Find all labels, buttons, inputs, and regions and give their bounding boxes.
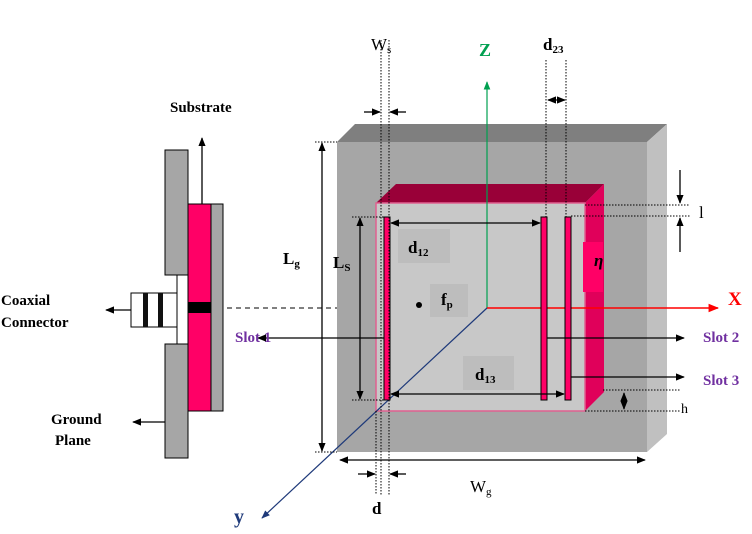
eta-box	[583, 242, 603, 292]
z-axis-label: Z	[479, 40, 491, 60]
label-text: s	[387, 44, 391, 56]
d12-label: d12	[408, 238, 429, 259]
feed-point	[416, 302, 422, 308]
substrate-label: Substrate	[170, 100, 232, 116]
y-axis	[261, 307, 488, 519]
label-text: L	[333, 253, 344, 272]
ws-label: Ws	[371, 35, 391, 56]
label-text: W	[470, 477, 487, 496]
coaxial-label-1: Coaxial	[1, 293, 50, 309]
feed-pin	[188, 302, 211, 313]
ground-label-1: Ground	[51, 412, 102, 428]
label-text: L	[283, 249, 294, 268]
substrate-top-face	[376, 184, 604, 203]
ground-plane-bottom	[164, 343, 189, 459]
slot3-label: Slot 3	[703, 373, 739, 389]
antenna-3d: η	[234, 35, 742, 528]
ground-label-2: Plane	[55, 433, 91, 449]
label-text: 12	[417, 247, 429, 259]
connector-stripe	[158, 293, 163, 327]
slot-1	[383, 216, 391, 401]
label-text: p	[447, 299, 453, 311]
d12-label-bg	[398, 229, 450, 263]
ls-label: LS	[333, 253, 350, 274]
ground-side-face	[647, 124, 667, 452]
coaxial-connector	[130, 292, 178, 328]
label-text: g	[486, 486, 492, 498]
ground-top-face	[337, 124, 667, 142]
label-text: f	[441, 290, 447, 309]
slot1-label: Slot 1	[235, 330, 271, 346]
d23-label: d23	[543, 35, 564, 56]
label-text: S	[344, 262, 350, 274]
substrate-side-face	[585, 184, 604, 411]
y-axis-label: y	[234, 506, 244, 528]
fp-label: fp	[441, 290, 453, 311]
d13-label-bg	[463, 356, 514, 390]
ground-plane-top	[164, 149, 189, 276]
slot-2	[540, 216, 548, 401]
d-label: d	[372, 499, 382, 518]
slot-3	[564, 216, 572, 401]
label-text: d	[408, 238, 418, 257]
slot2-label: Slot 2	[703, 330, 739, 346]
wg-label: Wg	[470, 477, 492, 498]
fp-label-bg	[430, 284, 468, 317]
l-label: l	[699, 203, 704, 222]
lg-label: Lg	[283, 249, 300, 270]
patch-side	[210, 203, 224, 412]
d13-label: d13	[475, 365, 496, 386]
coaxial-label-2: Connector	[1, 315, 69, 331]
connector-stripe	[143, 293, 148, 327]
eta-label: η	[594, 251, 603, 270]
label-text: 13	[484, 374, 496, 386]
x-axis-label: X	[728, 289, 742, 310]
label-text: g	[294, 258, 300, 270]
feed-gap	[176, 274, 189, 345]
label-text: 23	[552, 44, 564, 56]
label-text: d	[543, 35, 553, 54]
label-text: W	[371, 35, 388, 54]
h-label: h	[681, 402, 688, 417]
label-text: d	[475, 365, 485, 384]
side-view: Substrate Coaxial Connector Ground Plane	[1, 100, 413, 459]
